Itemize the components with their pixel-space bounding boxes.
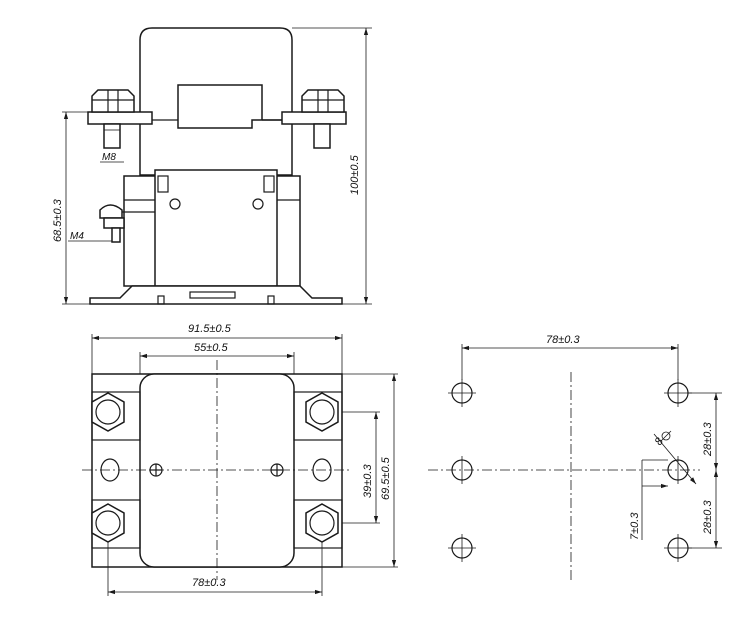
hole-right-top <box>664 379 692 407</box>
label-height-total: 100±0.5 <box>349 154 361 195</box>
hex-bolt-top-left <box>91 392 125 432</box>
label-hole-offset: 7±0.3 <box>629 512 641 540</box>
bolt-head-right <box>301 89 345 113</box>
label-m4: M4 <box>70 231 84 242</box>
rivet-left <box>169 198 181 210</box>
top-view: 91.5±0.5 55±0.5 78±0.3 39±0.3 69.5±0.5 <box>82 323 398 596</box>
hole-left-mid <box>451 456 473 484</box>
bolt-head-left <box>91 89 135 113</box>
clip-left <box>157 175 169 193</box>
label-width-inner: 55±0.5 <box>194 342 228 354</box>
front-view: M8 M4 68.5±0.3 100±0.5 <box>52 27 372 305</box>
label-m8: M8 <box>102 152 116 163</box>
label-pitch-bottom: 78±0.3 <box>192 577 226 589</box>
terminal-arm-left <box>87 111 153 125</box>
stud-m8-left <box>103 123 121 149</box>
label-width-outer: 91.5±0.5 <box>188 323 232 335</box>
hex-bolt-bottom-right <box>305 503 339 543</box>
hole-left-top <box>448 379 476 407</box>
m4-screw-head <box>99 204 123 219</box>
bracket-slot <box>189 291 236 299</box>
hex-bolt-bottom-left <box>91 503 125 543</box>
diameter-symbol <box>661 431 671 441</box>
m4-screw-shank <box>111 227 121 243</box>
dim-hole-dia-leader <box>653 433 697 485</box>
hex-bolt-top-right <box>305 392 339 432</box>
hole-right-mid <box>667 456 689 484</box>
label-hole-v-top: 28±0.3 <box>702 422 714 457</box>
label-hole-pitch: 78±0.3 <box>546 334 580 346</box>
terminal-arm-right <box>281 111 347 125</box>
diameter-symbol-slash <box>660 430 672 442</box>
hole-pattern-view: 78±0.3 8 7±0.3 28±0.3 28±0.3 <box>428 334 722 580</box>
clip-right <box>263 175 275 193</box>
label-v-outer: 69.5±0.5 <box>380 456 392 500</box>
m4-screw-washer <box>103 217 125 229</box>
pin-left <box>157 295 165 305</box>
label-height-side: 68.5±0.3 <box>52 198 64 242</box>
label-v-inner: 39±0.3 <box>362 464 374 498</box>
hole-left-bottom <box>448 534 476 562</box>
arm-top-right <box>293 391 343 441</box>
stud-m8-right <box>313 123 331 149</box>
mounting-bracket <box>89 285 343 305</box>
pin-right <box>267 295 275 305</box>
body-front-plate <box>154 169 278 287</box>
label-hole-v-bottom: 28±0.3 <box>702 500 714 535</box>
rivet-right <box>252 198 264 210</box>
coil-housing <box>139 27 293 176</box>
arm-bottom-right <box>293 499 343 549</box>
hole-right-bottom <box>664 534 692 562</box>
